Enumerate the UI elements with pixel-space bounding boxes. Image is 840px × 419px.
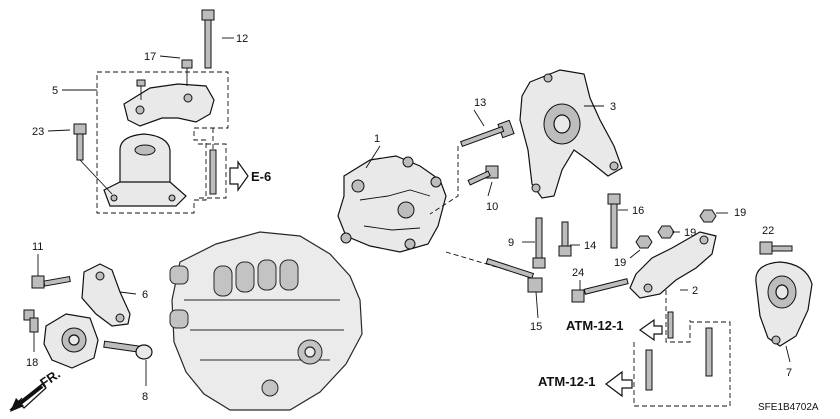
callout-19-a: 19 bbox=[734, 207, 746, 219]
nut-19c bbox=[657, 225, 675, 239]
mount-bracket-2 bbox=[629, 231, 717, 299]
bolt-18 bbox=[23, 309, 39, 333]
damper-8 bbox=[103, 340, 153, 360]
nut-19a bbox=[699, 209, 717, 223]
atm-lower-arrow bbox=[605, 370, 633, 398]
callout-13: 13 bbox=[474, 97, 486, 109]
callout-5: 5 bbox=[52, 85, 58, 97]
bolt-16 bbox=[607, 193, 621, 249]
callout-19-c: 19 bbox=[614, 257, 626, 269]
bolt-11 bbox=[31, 275, 71, 289]
callout-16: 16 bbox=[632, 205, 644, 217]
mount-3 bbox=[519, 69, 623, 199]
bolt-24 bbox=[571, 278, 629, 303]
callout-7: 7 bbox=[786, 367, 792, 379]
callout-9: 9 bbox=[508, 237, 514, 249]
mount-7 bbox=[755, 261, 813, 347]
callout-24: 24 bbox=[572, 267, 584, 279]
bolt-15 bbox=[485, 258, 543, 293]
callout-12: 12 bbox=[236, 33, 248, 45]
callout-17: 17 bbox=[144, 51, 156, 63]
engine-block bbox=[169, 231, 363, 411]
callout-23: 23 bbox=[32, 126, 44, 138]
diagram-code: SFE1B4702A bbox=[758, 402, 819, 413]
ref-atm-lower[interactable]: ATM-12-1 bbox=[538, 374, 596, 389]
callout-2: 2 bbox=[692, 285, 698, 297]
callout-19-b: 19 bbox=[684, 227, 696, 239]
mount-assembly-5 bbox=[73, 9, 229, 214]
atm-upper-arrow bbox=[638, 318, 663, 342]
callout-10: 10 bbox=[486, 201, 498, 213]
bolt-22 bbox=[759, 241, 793, 255]
callout-11: 11 bbox=[32, 241, 43, 253]
callout-22: 22 bbox=[762, 225, 774, 237]
callout-6: 6 bbox=[142, 289, 148, 301]
nut-19b bbox=[635, 235, 653, 249]
bolt-9 bbox=[532, 217, 546, 269]
bolt-10 bbox=[467, 165, 499, 186]
mount-body-left bbox=[43, 313, 99, 369]
mount-6 bbox=[81, 263, 131, 327]
callout-15: 15 bbox=[530, 321, 542, 333]
callout-1: 1 bbox=[374, 133, 380, 145]
callout-3: 3 bbox=[610, 101, 616, 113]
callout-14: 14 bbox=[584, 240, 596, 252]
bolt-13 bbox=[460, 119, 515, 147]
bolt-14 bbox=[558, 221, 572, 257]
ref-atm-upper[interactable]: ATM-12-1 bbox=[566, 318, 624, 333]
ref-e6[interactable]: E-6 bbox=[251, 169, 271, 184]
callout-18: 18 bbox=[26, 357, 38, 369]
mount-bracket-1 bbox=[337, 155, 447, 253]
callout-8: 8 bbox=[142, 391, 148, 403]
